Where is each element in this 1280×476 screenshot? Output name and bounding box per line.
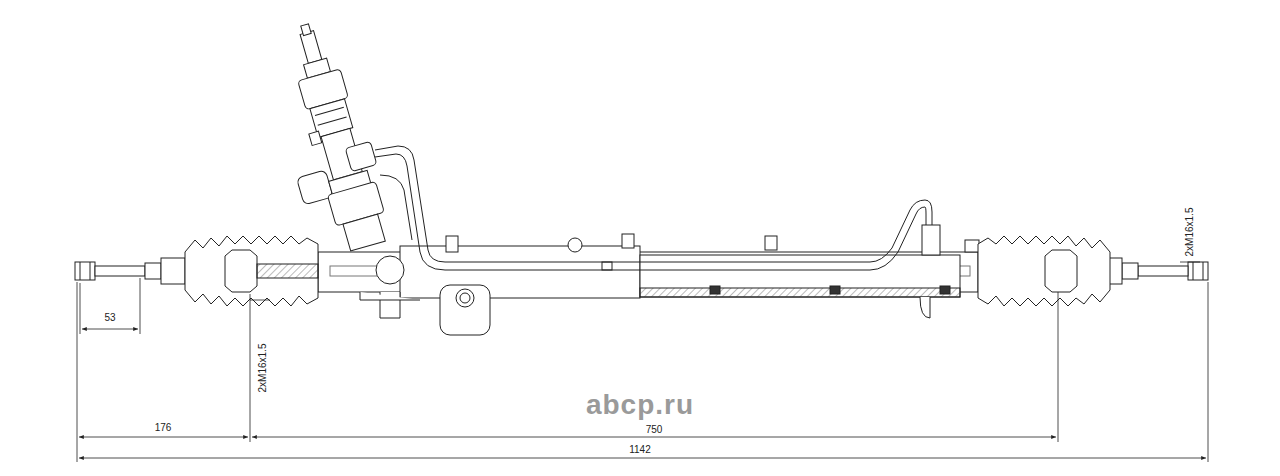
valve-tower [257, 16, 398, 259]
drawing-part [345, 141, 377, 171]
drawing-part [318, 117, 347, 125]
drawing-part [1193, 262, 1194, 280]
drawing-part [1180, 262, 1200, 263]
drawing-part [460, 293, 470, 303]
drawing-part [920, 297, 930, 318]
drawing-part [765, 236, 777, 250]
drawing-part [252, 437, 1056, 438]
drawing-part [640, 255, 960, 297]
drawing-part [1138, 266, 1188, 276]
drawing-part [297, 170, 334, 205]
dimension-text: 176 [153, 422, 174, 434]
drawing-part [1122, 263, 1138, 279]
drawing-part [1045, 250, 1077, 292]
dimension-text: 750 [644, 424, 665, 436]
drawing-part [250, 300, 270, 301]
bellows [185, 236, 1110, 306]
drawing-part [1188, 262, 1208, 280]
drawing-part [185, 236, 318, 306]
drawing-part [375, 154, 926, 270]
drawing-part [343, 214, 385, 251]
drawing-part [376, 256, 404, 284]
drawing-part [82, 329, 138, 330]
drawing-part [568, 238, 582, 252]
dimension-text: 1142 [627, 444, 653, 456]
thread-spec: 2xM16x1.5 [257, 342, 269, 395]
drawing-part [79, 458, 1206, 459]
drawing-part [440, 285, 490, 335]
drawing-part [161, 258, 185, 284]
drawing-part [301, 24, 311, 36]
dimension-lines [77, 262, 1208, 462]
drawing-part [75, 262, 95, 280]
drawing-part [315, 107, 344, 115]
thread-spec: 2xM16x1.5 [1184, 206, 1196, 259]
drawing-part [95, 266, 145, 276]
watermark: abcp.ru [584, 390, 696, 420]
drawing-part [80, 262, 81, 280]
rack-body [75, 225, 1208, 335]
drawing-part [225, 250, 257, 292]
drawing-part [446, 236, 458, 252]
drawing-part [1208, 282, 1209, 462]
drawing-part [140, 278, 141, 334]
drawing-part [400, 246, 640, 298]
drawing-part [622, 234, 634, 248]
drawing-part [90, 262, 91, 280]
drawing-part [922, 225, 940, 255]
drawing-part [640, 288, 960, 297]
drawing-part [309, 131, 322, 145]
drawing-part [456, 289, 474, 307]
drawing-part [79, 437, 248, 438]
drawing-part [940, 286, 950, 294]
drawing-part [80, 283, 81, 334]
drawing-part [602, 262, 612, 270]
drawing-part [375, 146, 932, 262]
drawing-part [77, 282, 78, 462]
drawing-part [360, 292, 420, 300]
dimension-text: 53 [102, 312, 117, 324]
drawing-part [1058, 292, 1059, 442]
drawing-part [250, 294, 251, 442]
drawing-part [1203, 262, 1204, 280]
drawing-part [380, 175, 412, 240]
drawing-part [257, 264, 318, 278]
drawing-part [965, 240, 979, 252]
hydraulic-lines [375, 146, 932, 270]
drawing-part [145, 263, 161, 279]
drawing-part [830, 286, 840, 294]
drawing-part [978, 236, 1110, 306]
drawing-part [710, 286, 720, 294]
